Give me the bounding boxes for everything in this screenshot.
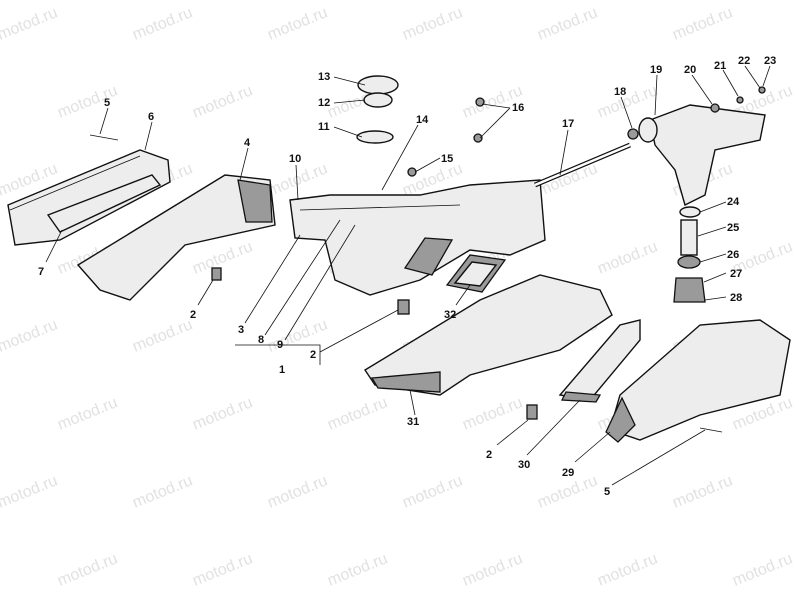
watermark-text: motod.ru bbox=[670, 4, 735, 43]
watermark-text: motod.ru bbox=[265, 472, 330, 511]
callout-4: 4 bbox=[244, 137, 251, 149]
callout-18: 18 bbox=[614, 86, 626, 98]
callout-21: 21 bbox=[714, 60, 726, 72]
callout-20: 20 bbox=[684, 64, 696, 76]
fasteners bbox=[89, 86, 766, 433]
watermark-text: motod.ru bbox=[460, 550, 525, 589]
air-filter-cover bbox=[7, 149, 171, 246]
frame-piece bbox=[558, 319, 641, 403]
leader-lines bbox=[45, 65, 771, 486]
watermark-text: motod.ru bbox=[595, 238, 660, 277]
callout-30: 30 bbox=[518, 459, 530, 471]
watermark-text: motod.ru bbox=[190, 238, 255, 277]
watermark-text: motod.ru bbox=[730, 550, 795, 589]
watermark-text: motod.ru bbox=[325, 550, 390, 589]
callout-32: 32 bbox=[444, 309, 456, 321]
callout-14: 14 bbox=[416, 114, 429, 126]
callout-29: 29 bbox=[562, 467, 574, 479]
y-pipe bbox=[638, 104, 766, 207]
callout-8: 8 bbox=[258, 334, 264, 346]
watermark-text: motod.ru bbox=[130, 472, 195, 511]
callout-31: 31 bbox=[407, 416, 419, 428]
watermark-text: motod.ru bbox=[325, 394, 390, 433]
watermark-text: motod.ru bbox=[190, 394, 255, 433]
callout-24: 24 bbox=[727, 196, 740, 208]
callout-5-right: 5 bbox=[604, 486, 610, 498]
callout-25: 25 bbox=[727, 222, 739, 234]
watermark-text: motod.ru bbox=[55, 550, 120, 589]
watermark-text: motod.ru bbox=[55, 394, 120, 433]
lower-tray bbox=[364, 274, 613, 396]
watermark-text: motod.ru bbox=[535, 4, 600, 43]
callout-5-left: 5 bbox=[104, 97, 110, 109]
callout-labels: 1 2 2 2 3 4 5 5 6 7 8 9 10 11 12 13 14 1… bbox=[38, 55, 776, 498]
callout-22: 22 bbox=[738, 55, 750, 67]
callout-2-tank: 2 bbox=[310, 349, 316, 361]
watermark-text: motod.ru bbox=[130, 4, 195, 43]
callout-9: 9 bbox=[277, 339, 283, 351]
filler-cap-stack bbox=[356, 75, 399, 144]
callout-23: 23 bbox=[764, 55, 776, 67]
callout-17: 17 bbox=[562, 118, 574, 130]
watermark-text: motod.ru bbox=[670, 472, 735, 511]
watermark-text: motod.ru bbox=[0, 472, 60, 511]
watermark-text: motod.ru bbox=[460, 394, 525, 433]
callout-2-tray: 2 bbox=[486, 449, 492, 461]
callout-19: 19 bbox=[650, 64, 662, 76]
watermark-text: motod.ru bbox=[0, 4, 60, 43]
watermark-text: motod.ru bbox=[0, 316, 60, 355]
callout-12: 12 bbox=[318, 97, 330, 109]
watermark-text: motod.ru bbox=[265, 4, 330, 43]
watermark-text: motod.ru bbox=[190, 550, 255, 589]
watermark-text: motod.ru bbox=[400, 4, 465, 43]
rear-cover bbox=[605, 319, 791, 443]
watermark-text: motod.ru bbox=[130, 316, 195, 355]
watermark-text: motod.ru bbox=[595, 550, 660, 589]
watermark-text: motod.ru bbox=[400, 472, 465, 511]
intake-duct bbox=[76, 174, 276, 301]
callout-7: 7 bbox=[38, 266, 44, 278]
callout-2-duct: 2 bbox=[190, 309, 196, 321]
fuel-tank bbox=[289, 179, 546, 296]
callout-27: 27 bbox=[730, 268, 742, 280]
callout-3: 3 bbox=[238, 324, 244, 336]
callout-28: 28 bbox=[730, 292, 742, 304]
callout-1: 1 bbox=[279, 364, 285, 376]
callout-13: 13 bbox=[318, 71, 330, 83]
fuel-hose bbox=[534, 142, 631, 188]
callout-6: 6 bbox=[148, 111, 154, 123]
callout-26: 26 bbox=[727, 249, 739, 261]
watermark-text: motod.ru bbox=[55, 82, 120, 121]
callout-16: 16 bbox=[512, 102, 524, 114]
watermark-text: motod.ru bbox=[190, 82, 255, 121]
callout-10: 10 bbox=[289, 153, 301, 165]
pipe-stack bbox=[673, 206, 706, 303]
callout-11: 11 bbox=[318, 121, 330, 133]
callout-15: 15 bbox=[441, 153, 453, 165]
seal-frame bbox=[445, 254, 507, 293]
